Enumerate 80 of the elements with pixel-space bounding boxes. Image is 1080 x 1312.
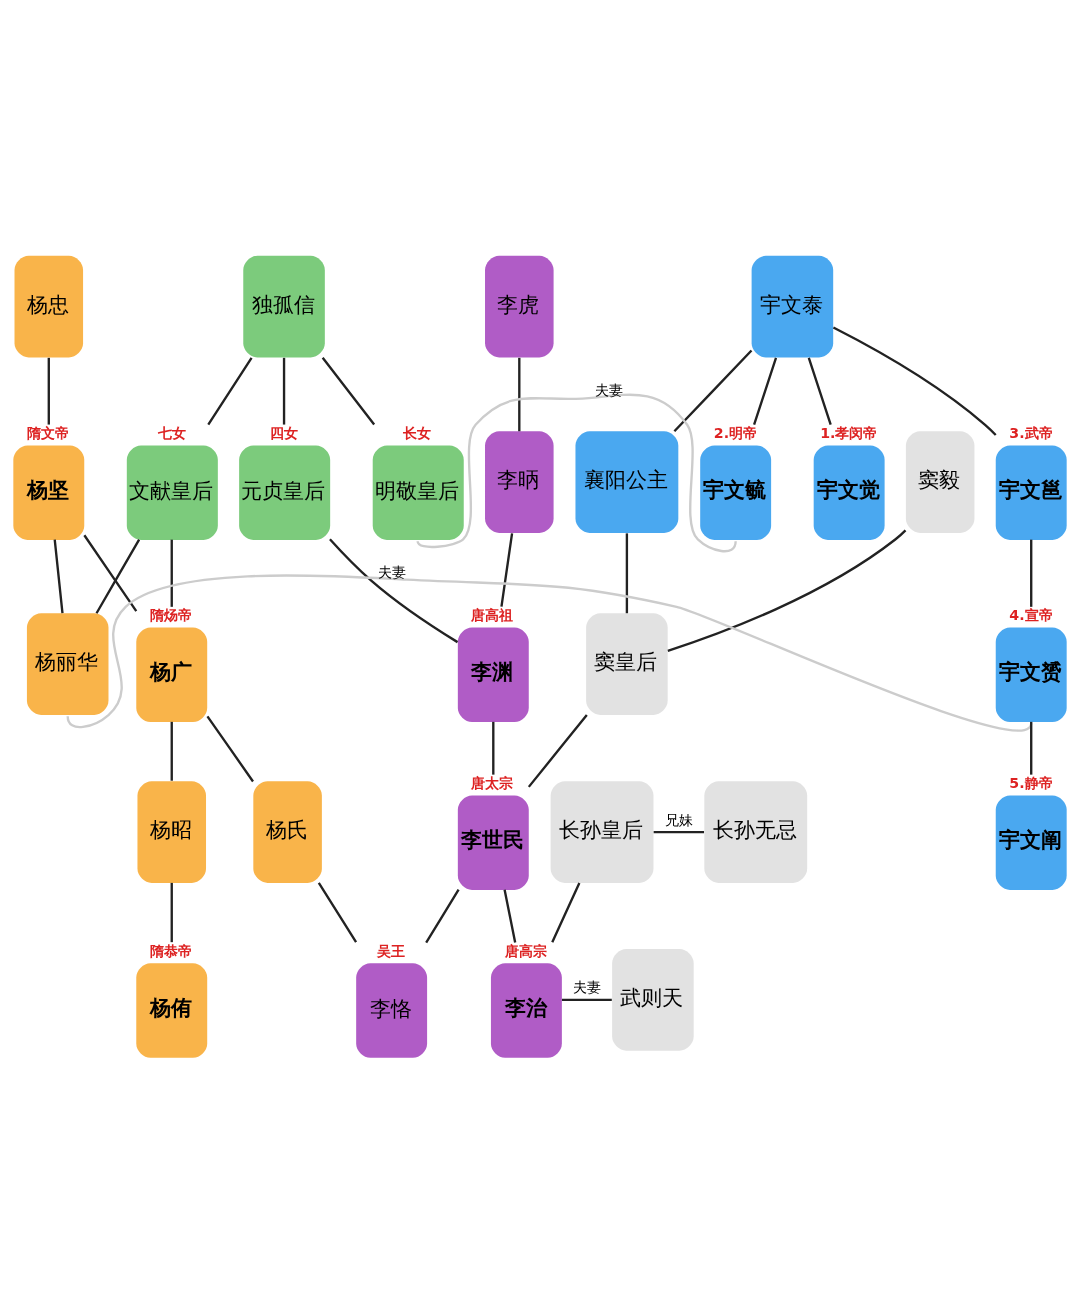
node-box: 李虎 xyxy=(485,255,554,357)
node-label: 唐太宗 xyxy=(471,774,514,791)
node-box: 李恪 xyxy=(356,962,428,1058)
node-box: 李昞 xyxy=(485,430,554,533)
connector xyxy=(170,539,173,607)
node-label: 4.宣帝 xyxy=(1009,606,1053,623)
connector xyxy=(425,888,460,943)
connector xyxy=(527,713,588,788)
node-label: 5.静帝 xyxy=(1009,774,1053,791)
connector xyxy=(1030,539,1033,607)
node-box: 长孙无忌 xyxy=(704,780,808,883)
connector xyxy=(207,356,253,425)
node-label: 长女 xyxy=(403,424,432,441)
node-box: 窦皇后 xyxy=(586,612,668,715)
node-box: 宇文赟 xyxy=(995,627,1067,722)
node-box: 李渊 xyxy=(457,627,529,722)
node-label: 唐高宗 xyxy=(504,942,547,959)
edge-label: 夫妻 xyxy=(595,381,624,398)
node-box: 宇文邕 xyxy=(995,444,1067,540)
connector xyxy=(518,357,521,431)
node-box: 明敬皇后 xyxy=(372,444,464,540)
connector xyxy=(500,532,514,607)
node-label: 吴王 xyxy=(376,942,405,959)
connector xyxy=(416,393,737,552)
connector xyxy=(492,721,495,775)
node-label: 唐高祖 xyxy=(471,606,514,623)
connector xyxy=(653,830,704,833)
node-box: 宇文泰 xyxy=(751,255,834,357)
node-box: 杨氏 xyxy=(253,780,322,883)
node-box: 杨昭 xyxy=(137,780,206,883)
connector xyxy=(282,357,286,425)
node-box: 武则天 xyxy=(612,948,694,1051)
node-label: 隋炀帝 xyxy=(149,606,192,623)
node-box: 李治 xyxy=(490,962,562,1058)
connector xyxy=(66,573,1032,731)
connector xyxy=(321,356,376,425)
node-box: 独孤信 xyxy=(243,255,325,357)
node-box: 杨广 xyxy=(136,627,208,722)
edge-label: 兄妹 xyxy=(664,810,693,827)
node-label: 隋文帝 xyxy=(26,424,69,441)
connector xyxy=(673,349,753,432)
connector xyxy=(503,889,517,943)
node-box: 杨侑 xyxy=(136,962,208,1058)
connector xyxy=(667,528,907,652)
node-box: 杨坚 xyxy=(13,444,85,540)
connector xyxy=(317,881,358,943)
connector xyxy=(753,356,778,425)
connector xyxy=(53,539,64,613)
connector xyxy=(95,538,141,614)
node-box: 窦毅 xyxy=(905,430,975,533)
node-box: 长孙皇后 xyxy=(550,780,654,883)
connector xyxy=(170,721,173,781)
node-label: 2.明帝 xyxy=(713,424,758,441)
connector xyxy=(832,325,997,436)
node-box: 宇文觉 xyxy=(813,444,885,540)
connector xyxy=(206,715,254,782)
node-label: 四女 xyxy=(269,424,298,441)
node-label: 1.孝闵帝 xyxy=(820,424,878,441)
node-box: 宇文毓 xyxy=(700,444,772,540)
connector xyxy=(807,356,832,425)
node-box: 李世民 xyxy=(457,794,529,890)
connector xyxy=(47,357,50,425)
edge-label: 夫妻 xyxy=(572,978,601,995)
node-box: 元贞皇后 xyxy=(239,444,331,540)
connector xyxy=(562,998,612,1001)
node-label: 隋恭帝 xyxy=(149,942,192,959)
edge-label: 夫妻 xyxy=(377,563,406,580)
connector xyxy=(329,537,459,643)
node-box: 宇文阐 xyxy=(995,794,1067,890)
node-label: 3.武帝 xyxy=(1009,424,1053,441)
connector xyxy=(625,532,629,613)
connector xyxy=(1030,721,1033,775)
connector xyxy=(551,881,581,943)
node-box: 杨丽华 xyxy=(26,612,109,715)
node-label: 七女 xyxy=(157,424,186,441)
connector xyxy=(83,534,138,612)
node-box: 杨忠 xyxy=(14,255,84,357)
node-box: 襄阳公主 xyxy=(575,430,679,533)
connector xyxy=(170,882,173,942)
node-box: 文献皇后 xyxy=(126,444,218,540)
